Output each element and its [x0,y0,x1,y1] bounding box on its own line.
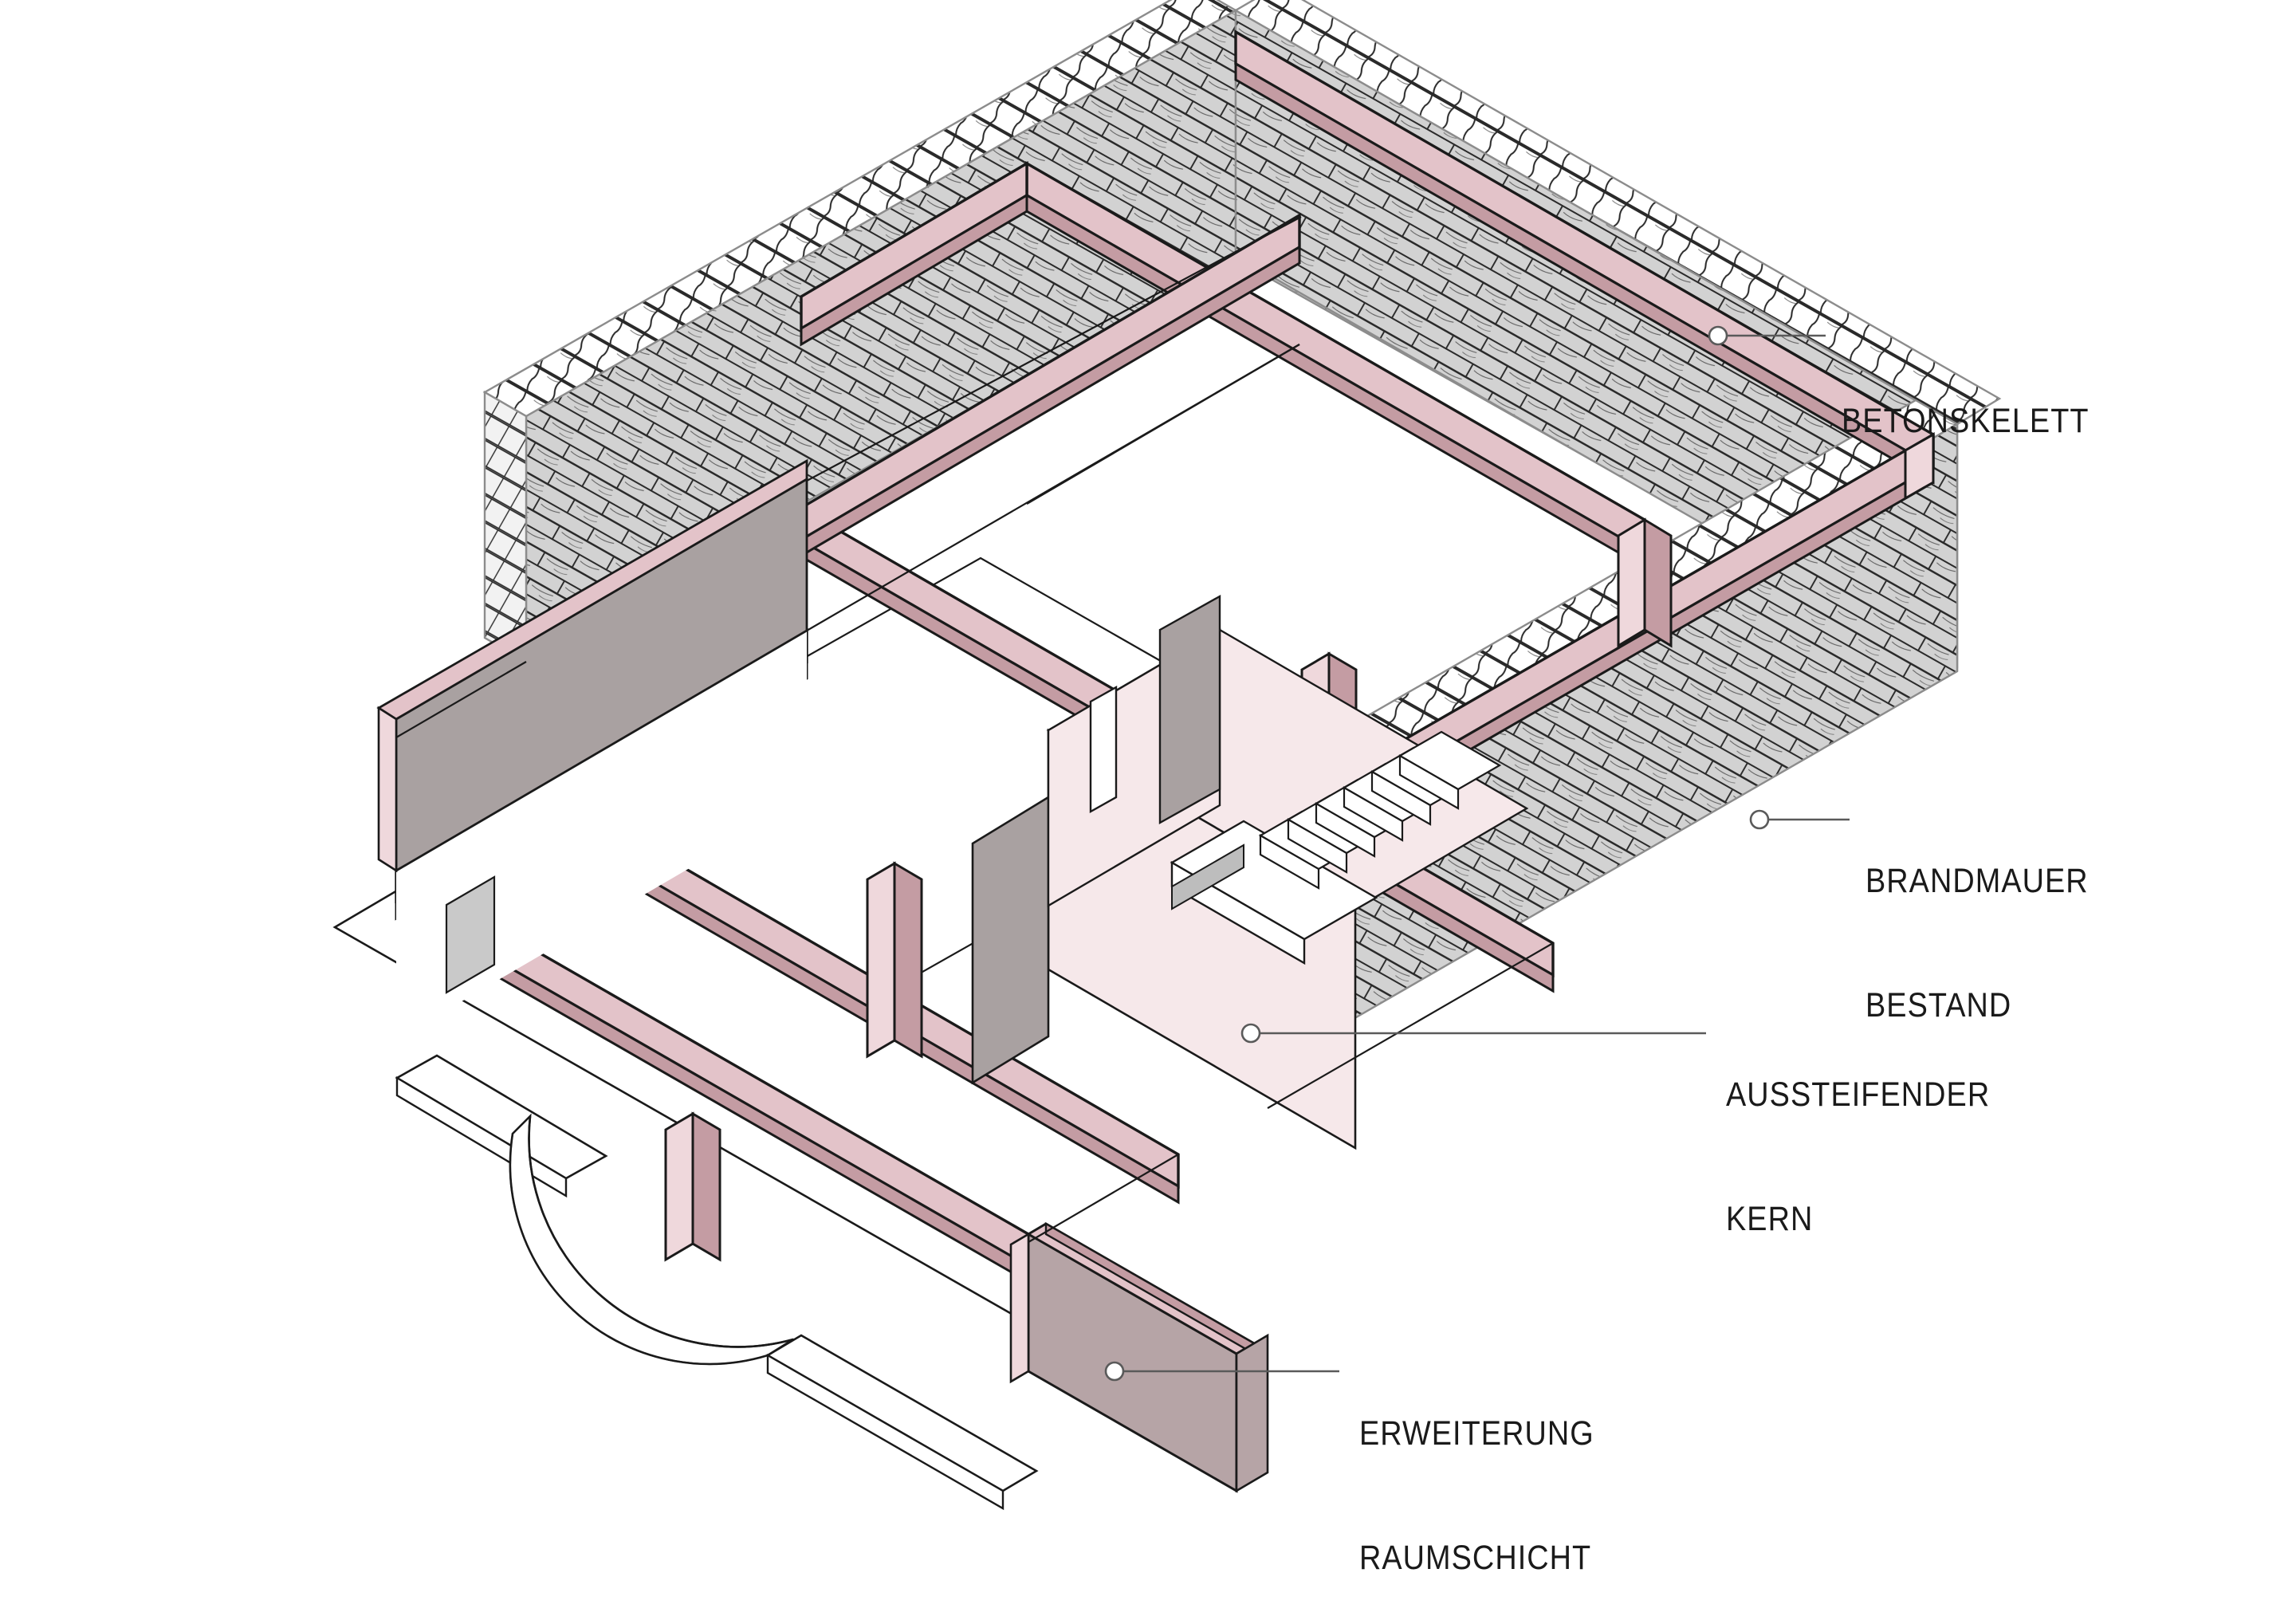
label-line: AUSSTEIFENDER [1726,1075,1991,1114]
terrace-strip [395,1054,608,1180]
terrace-arc-inner [509,1133,769,1365]
stair-riser [1343,786,1404,842]
leader-erweiterung [1104,1361,1339,1382]
leader-brandmauer [1749,809,1850,830]
stair-riser [1287,818,1348,874]
core-opening [1089,685,1118,814]
diagram-canvas: BETONSKELETT BRANDMAUER BESTAND AUSSTEIF… [332,0,2090,1577]
label-betonskelett: BETONSKELETT [1842,317,2090,483]
stair-riser [1315,802,1376,858]
stair-stringer [1171,843,1244,910]
leader-dot [1104,1361,1125,1382]
staircase [1170,730,1502,965]
stair-riser [1259,834,1320,890]
west-end-wall-return [377,706,398,873]
brick-wall-face-west [526,10,1236,662]
terrace [395,1054,1039,1511]
label-erweiterung-raumschicht: ERWEITERUNG RAUMSCHICHT [1359,1330,1594,1620]
core-wall-side-gray [971,795,1050,1085]
brick-wall-end-west [483,390,528,664]
stair-riser [1370,770,1432,826]
leader-betonskelett [1708,325,1826,346]
axonometric-drawing [332,0,2002,1511]
beam-cross-1-west-side [800,193,1028,347]
extension-room-layer [1009,1221,1269,1493]
leader-dot [1749,809,1770,830]
label-aussteifender-kern: AUSSTEIFENDER KERN [1726,991,1990,1281]
leader-kern [1240,1023,1706,1044]
label-line: BRANDMAUER [1866,862,2089,900]
terrace-slab-lower-face [766,1353,1005,1511]
stiffening-core [971,594,1529,1150]
brick-wall-coping-ne [1233,0,2002,426]
column-b-right [691,1111,721,1262]
label-line: BESTAND [1866,986,2012,1024]
label-line: ERWEITERUNG [1359,1414,1594,1453]
west-panel-gray [445,875,496,994]
slab-edge-lines [395,216,1554,1243]
column-b-left [664,1111,694,1262]
label-line: RAUMSCHICHT [1359,1539,1592,1577]
column-east [1904,432,1935,501]
terrace-slab-lower [765,1334,1039,1492]
label-brandmauer-bestand: BRANDMAUER BESTAND [1866,777,2089,1068]
leader-lines [1104,325,1850,1382]
stair-riser [1398,754,1460,810]
column-cross-1-right [1643,517,1673,648]
extension-end-wall-return [1009,1232,1030,1384]
label-line: BETONSKELETT [1842,402,2090,440]
label-line: KERN [1726,1200,1814,1238]
terrace-arc-outer [528,1115,794,1348]
leader-dot [1708,325,1728,346]
core-wall-gray-wing [1158,594,1221,825]
leader-dot [1240,1023,1261,1044]
column-a-left [866,861,896,1059]
extension-west-layer [376,458,808,1040]
column-cross-1-left [1617,517,1646,648]
column-a-right [893,861,923,1059]
extension-end-wall-far [1235,1333,1269,1493]
